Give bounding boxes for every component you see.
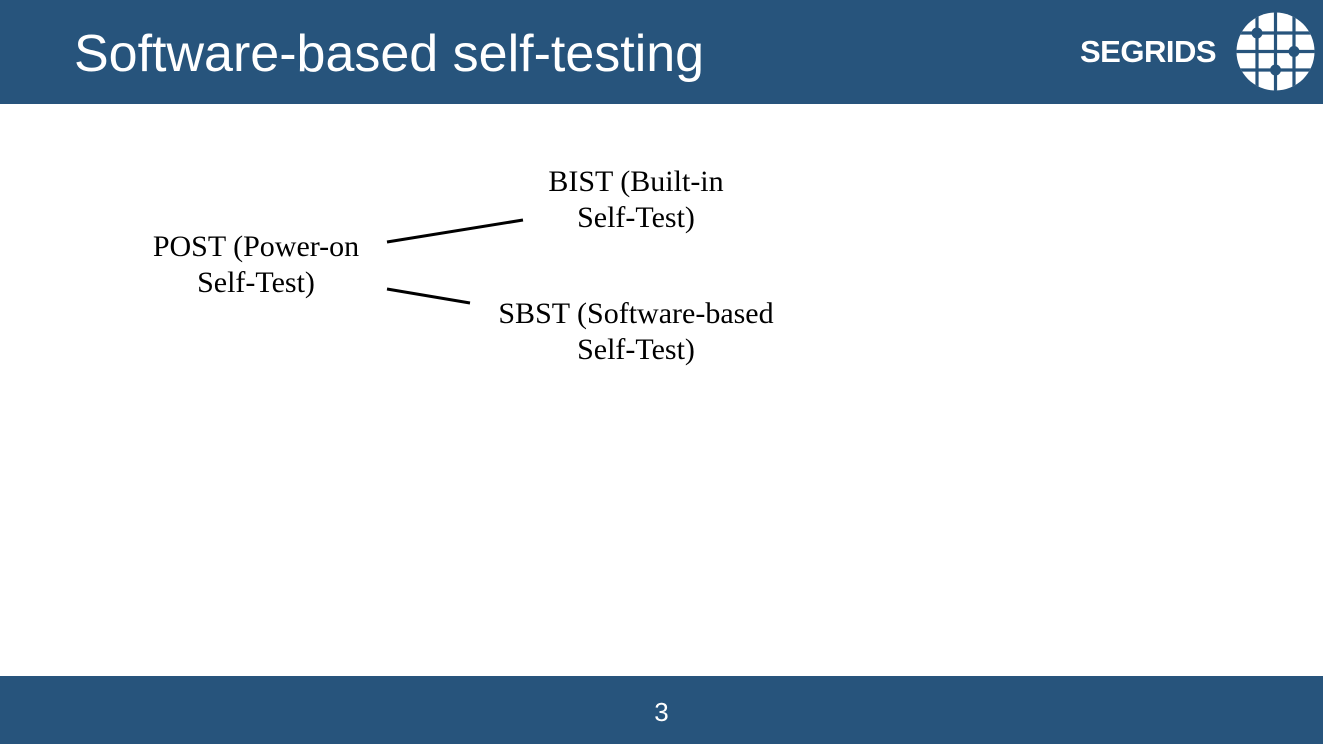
page-number: 3 bbox=[654, 697, 669, 727]
node-post: POST (Power-on Self-Test) bbox=[120, 229, 392, 301]
node-bist: BIST (Built-in Self-Test) bbox=[500, 164, 772, 236]
logo-wordmark: SEGRIDS bbox=[1080, 34, 1217, 69]
node-bist-line1: BIST (Built-in bbox=[548, 165, 724, 198]
slide-footer: 3 bbox=[0, 676, 1323, 744]
slide-title: Software-based self-testing bbox=[74, 25, 705, 83]
segrids-logo-icon bbox=[1236, 12, 1315, 91]
node-post-line2: Self-Test) bbox=[197, 266, 315, 299]
node-sbst-line1: SBST (Software-based bbox=[498, 297, 774, 330]
node-bist-line2: Self-Test) bbox=[577, 201, 695, 234]
node-sbst: SBST (Software-based Self-Test) bbox=[470, 296, 802, 368]
node-post-line1: POST (Power-on bbox=[152, 230, 360, 263]
connector-post-to-sbst bbox=[386, 287, 471, 305]
node-sbst-line2: Self-Test) bbox=[577, 333, 695, 366]
slide-header: Software-based self-testing SEGRIDS bbox=[0, 0, 1323, 104]
